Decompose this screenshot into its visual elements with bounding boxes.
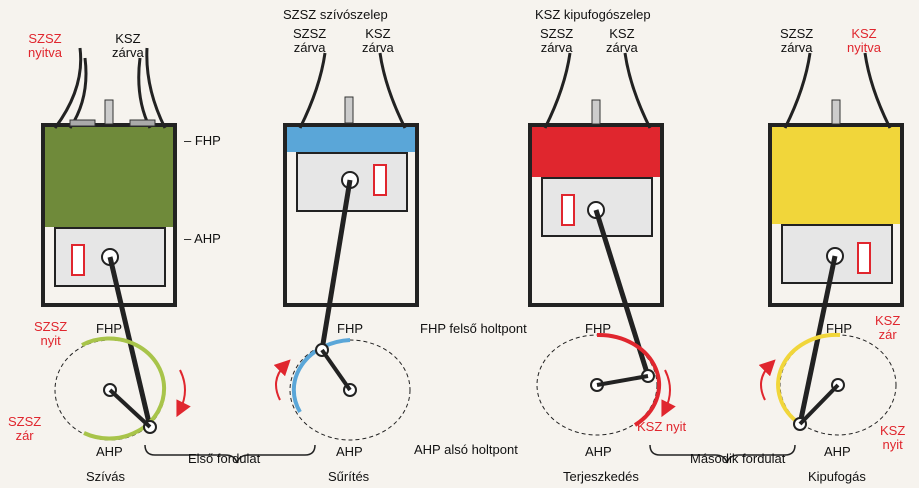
exhaust-valve — [129, 119, 156, 127]
c3-left-label: SZSZ zárva — [540, 26, 574, 55]
c1-right-label: KSZ zárva — [112, 31, 144, 60]
exhaust-valve-title: KSZ kipufogószelep — [535, 7, 651, 22]
c3-ahp: AHP — [585, 444, 612, 459]
exhaust-port — [137, 47, 167, 129]
c2-left-label: SZSZ zárva — [293, 26, 327, 55]
chamber-fill — [45, 127, 173, 227]
crank-arm — [108, 388, 152, 429]
tdc-marker: – FHP — [184, 133, 221, 148]
c3-ksz-nyit: KSZ nyit — [637, 419, 687, 434]
c1-left-label: SZSZ nyitva — [28, 31, 62, 60]
c4-right-label: KSZ nyitva — [847, 26, 881, 55]
c1-fhp: FHP — [96, 321, 122, 336]
c1-ahp: AHP — [96, 444, 123, 459]
intake-valve-title: SZSZ szívószelep — [283, 7, 388, 22]
intake-port — [53, 47, 88, 129]
c1-szsz-zar: SZSZ zár — [8, 414, 42, 443]
legend-fhp: FHP felső holtpont — [420, 321, 527, 336]
rotation-arrow — [176, 369, 191, 418]
intake-valve — [69, 119, 96, 127]
stroke-expansion: Terjeszkedés — [563, 469, 639, 484]
bdc-marker: – AHP — [184, 231, 221, 246]
intake-arc — [81, 336, 167, 441]
cylinder-compression — [273, 52, 419, 441]
second-revolution-bracket — [649, 444, 796, 464]
up-arrow — [373, 164, 387, 196]
cylinder-exhaust — [758, 52, 904, 436]
stroke-intake: Szívás — [86, 469, 126, 484]
c2-fhp: FHP — [337, 321, 363, 336]
spark-plug — [104, 99, 114, 125]
stroke-compression: Sűrítés — [328, 469, 370, 484]
stroke-exhaust: Kipufogás — [808, 469, 866, 484]
c4-left-label: SZSZ zárva — [780, 26, 814, 55]
c4-ksz-zar: KSZ zár — [875, 313, 901, 342]
first-revolution-bracket — [144, 444, 316, 464]
first-revolution-label: Első fordulat — [188, 451, 261, 466]
c2-right-label: KSZ zárva — [362, 26, 394, 55]
c4-fhp: FHP — [826, 321, 852, 336]
cylinder-intake — [41, 47, 191, 441]
c3-right-label: KSZ zárva — [606, 26, 638, 55]
cylinder-expansion — [528, 52, 676, 436]
c4-ksz-nyit: KSZ nyit — [880, 423, 906, 452]
second-revolution-label: Második fordulat — [690, 451, 786, 466]
down-arrow — [71, 244, 85, 276]
c4-ahp: AHP — [824, 444, 851, 459]
legend-ahp: AHP alsó holtpont — [414, 442, 518, 457]
c2-ahp: AHP — [336, 444, 363, 459]
c3-fhp: FHP — [585, 321, 611, 336]
c1-szsz-nyit: SZSZ nyit — [34, 319, 68, 348]
